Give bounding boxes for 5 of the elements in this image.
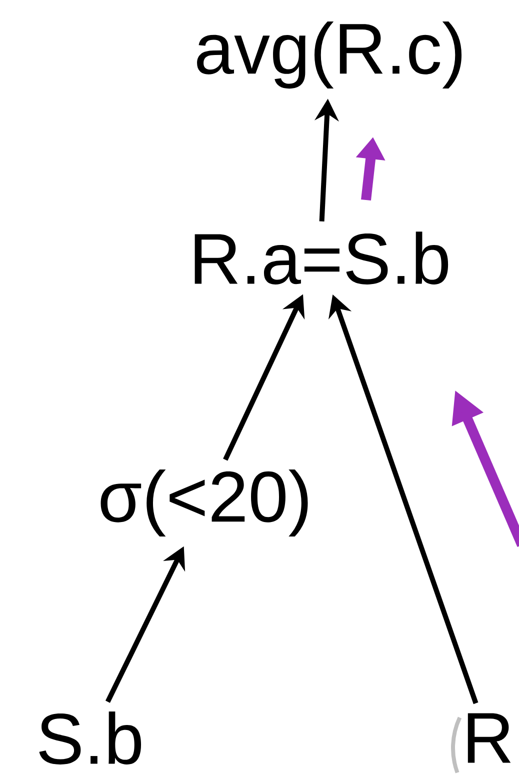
node-label: S.b <box>39 712 142 764</box>
node-label: R.a=S.b <box>194 232 448 284</box>
node-label: σ(<20) <box>100 469 308 537</box>
node-label: avg(R.c) <box>197 21 462 89</box>
node-label: R <box>468 713 511 763</box>
